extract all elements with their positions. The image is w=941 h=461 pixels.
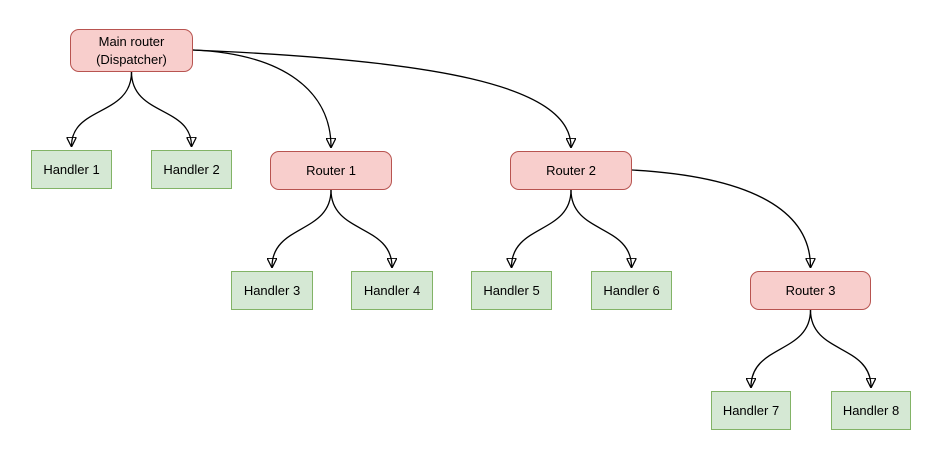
node-handler-3-label: Handler 3	[243, 282, 301, 298]
node-handler-5: Handler 5	[471, 271, 552, 310]
node-main-router: Main router (Dispatcher)	[70, 29, 193, 72]
node-handler-2: Handler 2	[151, 150, 232, 189]
edge-router-3-to-handler-8	[809, 309, 872, 387]
edge-main-router-to-router-2	[192, 49, 571, 147]
node-handler-4: Handler 4	[351, 271, 433, 310]
edge-main-router-to-handler-1	[72, 71, 133, 146]
edge-main-router-to-handler-2	[130, 71, 192, 146]
edge-main-router-to-router-1	[192, 49, 331, 147]
edge-router-2-to-handler-6	[570, 189, 632, 267]
node-handler-4-label: Handler 4	[363, 282, 421, 298]
edge-router-2-to-router-3	[631, 169, 811, 267]
node-handler-8: Handler 8	[831, 391, 911, 430]
node-router-3-label: Router 3	[785, 282, 836, 298]
node-handler-1: Handler 1	[31, 150, 112, 189]
node-handler-2-label: Handler 2	[163, 161, 220, 177]
node-handler-6-label: Handler 6	[603, 282, 660, 298]
node-router-3: Router 3	[750, 271, 871, 310]
node-handler-1-label: Handler 1	[43, 161, 100, 177]
edge-router-1-to-handler-4	[330, 189, 392, 267]
node-handler-5-label: Handler 5	[483, 282, 540, 298]
node-router-2: Router 2	[510, 151, 632, 190]
edge-router-1-to-handler-3	[272, 189, 332, 267]
node-handler-7-label: Handler 7	[722, 402, 780, 418]
edge-router-3-to-handler-7	[751, 309, 812, 387]
edge-router-2-to-handler-5	[512, 189, 572, 267]
node-handler-8-label: Handler 8	[842, 402, 900, 418]
node-router-1-label: Router 1	[306, 162, 356, 178]
node-handler-6: Handler 6	[591, 271, 672, 310]
node-main-router-label: Main router (Dispatcher)	[96, 33, 167, 67]
node-router-2-label: Router 2	[546, 162, 596, 178]
node-handler-3: Handler 3	[231, 271, 313, 310]
node-handler-7: Handler 7	[711, 391, 791, 430]
node-router-1: Router 1	[270, 151, 392, 190]
